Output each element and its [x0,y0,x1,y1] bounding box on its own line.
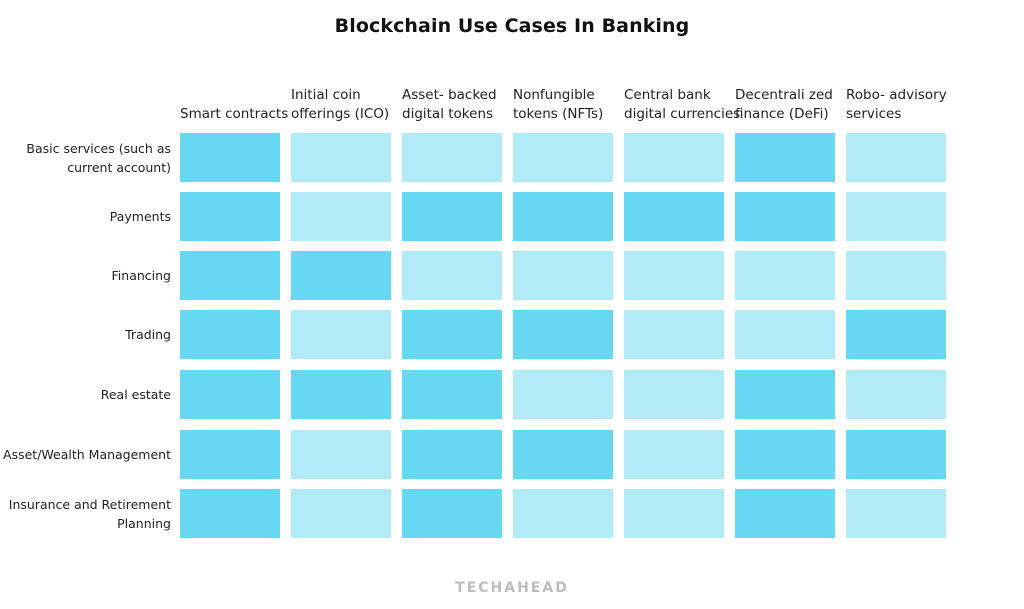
heatmap-cell [735,430,835,479]
heatmap-cell [291,489,391,538]
heatmap-cell [180,430,280,479]
heatmap-cell [735,370,835,419]
heatmap-cell [735,192,835,241]
column-header: Central bank digital currencies [624,87,741,122]
heatmap-cell [846,133,946,182]
heatmap-cell [513,133,613,182]
row-label: Asset/Wealth Management [3,447,171,462]
heatmap-cell [402,370,502,419]
heatmap-cell [735,251,835,300]
heatmap-cell [291,251,391,300]
heatmap-cell [624,310,724,359]
heatmap-cell [513,192,613,241]
heatmap-cell [180,370,280,419]
row-label: Insurance and Retirement Planning [8,496,171,531]
heatmap-cell [846,192,946,241]
heatmap-cell [291,370,391,419]
heatmap-cell [846,489,946,538]
heatmap-cell [624,192,724,241]
row-label: Trading [125,327,171,342]
heatmap-cell [402,489,502,538]
heatmap-cell [846,251,946,300]
heatmap-cell [846,310,946,359]
row-label: Payments [109,209,171,224]
heatmap-cell [180,251,280,300]
heatmap-cell [180,310,280,359]
heatmap-cell [291,192,391,241]
heatmap-cell [846,370,946,419]
heatmap-cell [513,370,613,419]
chart-title: Blockchain Use Cases In Banking [334,15,690,37]
heatmap-cell [624,370,724,419]
column-header: Initial coin offerings (ICO) [291,87,390,122]
heatmap-cell [402,133,502,182]
row-label: Financing [111,268,171,283]
heatmap-cell [624,251,724,300]
heatmap-cell [513,430,613,479]
column-header: Smart contracts [180,106,289,122]
heatmap-cell [624,430,724,479]
heatmap-cell [180,133,280,182]
heatmap-cell [291,430,391,479]
heatmap-cell [624,489,724,538]
row-label: Real estate [100,387,171,402]
heatmap-cell [513,310,613,359]
heatmap-cell [624,133,724,182]
column-header: Decentrali zed finance (DeFi) [735,87,833,122]
heatmap-cell [513,251,613,300]
column-header: Asset- backed digital tokens [402,87,497,122]
heatmap-cell [180,489,280,538]
column-header: Robo- advisory services [846,87,947,122]
heatmap-cell [291,133,391,182]
brand-logo: TECHAHEAD [455,580,569,596]
heatmap-cell [402,251,502,300]
heatmap-cell [735,133,835,182]
heatmap-cell [735,489,835,538]
heatmap-cell [846,430,946,479]
heatmap-cell [735,310,835,359]
heatmap-cell [402,430,502,479]
column-header: Nonfungible tokens (NFTs) [513,87,604,122]
heatmap-cell [180,192,280,241]
heatmap-cell [513,489,613,538]
row-label: Basic services (such as current account) [26,140,171,175]
heatmap-cell [402,310,502,359]
heatmap-cell [402,192,502,241]
heatmap-cell [291,310,391,359]
